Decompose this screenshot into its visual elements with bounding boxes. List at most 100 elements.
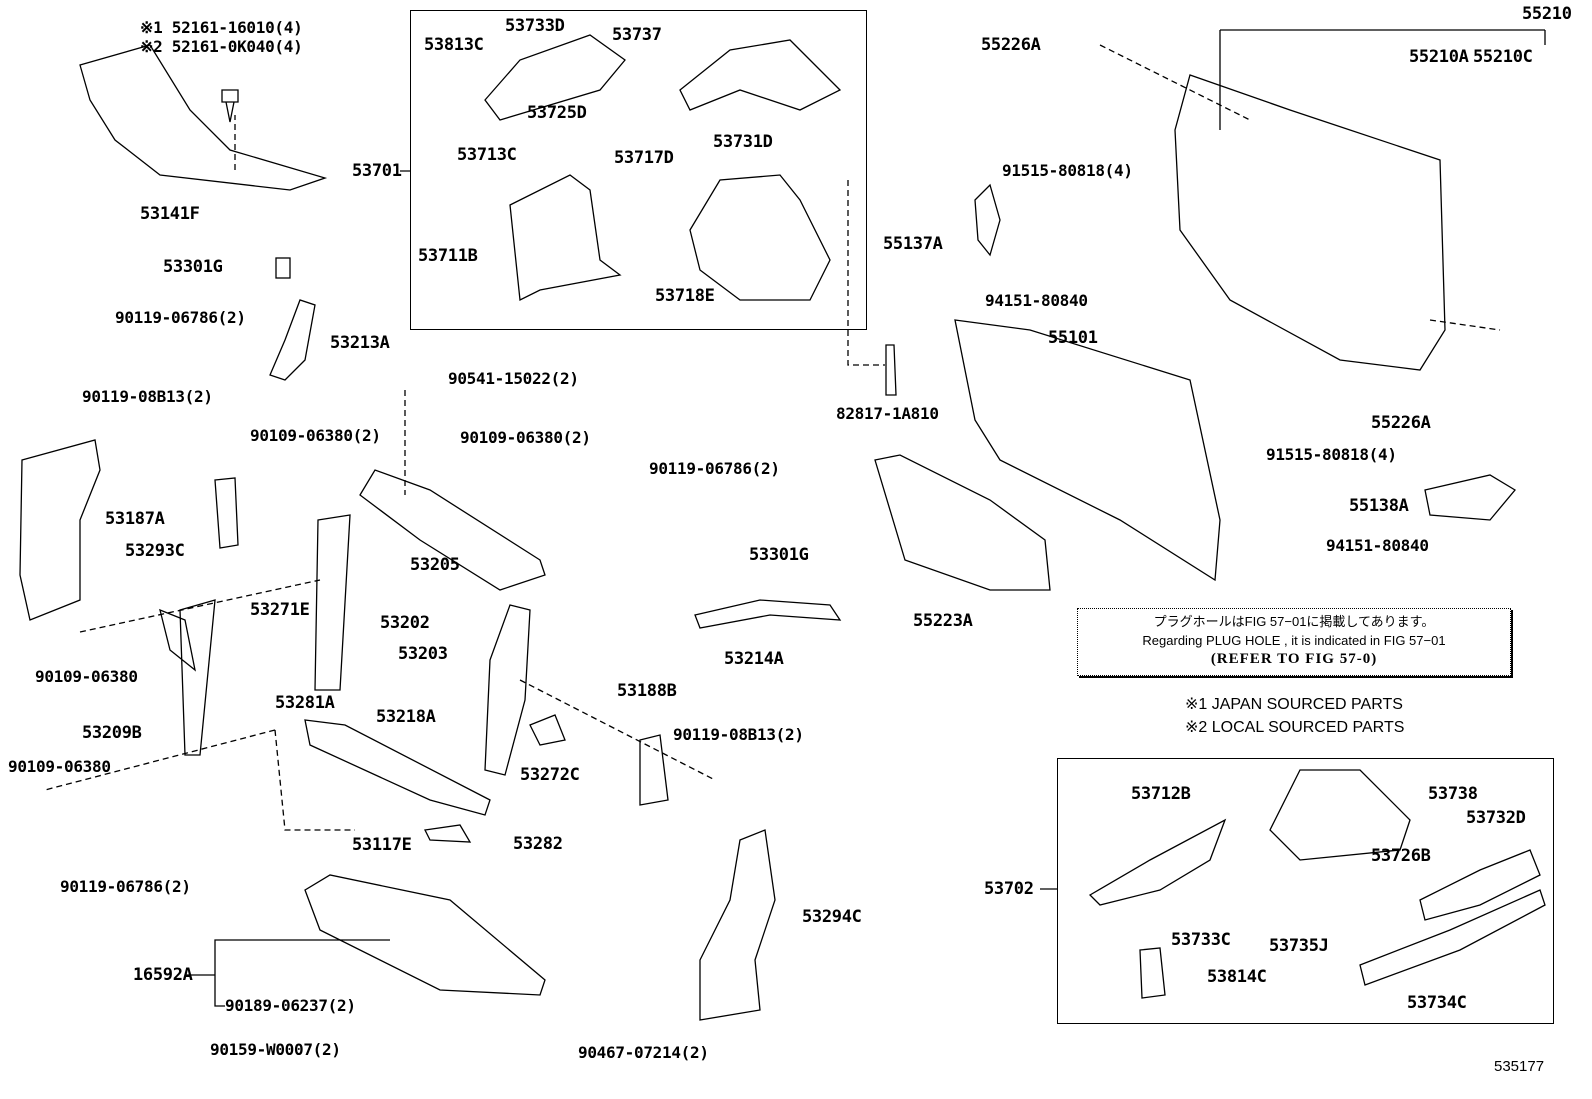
part-55223a-silencer (874, 454, 1051, 591)
part-number-label: 90109-06380(2) (460, 428, 591, 447)
part-number-label: 53731D (713, 132, 773, 152)
part-number-label: 53725D (527, 103, 587, 123)
part-number-label: 53733D (505, 16, 565, 36)
part-number-label: 53701 (352, 161, 402, 181)
part-number-label: 53813C (424, 35, 484, 55)
part-number-label: 53738 (1428, 784, 1478, 804)
part-number-label: 90189-06237(2) (225, 996, 356, 1015)
part-number-label: 55210C (1473, 47, 1533, 67)
part-53213a (269, 299, 316, 381)
part-53218a (304, 719, 491, 816)
part-number-label: 53301G (163, 257, 223, 277)
part-number-label: 90541-15022(2) (448, 369, 579, 388)
note-en: Regarding PLUG HOLE , it is indicated in… (1142, 633, 1446, 648)
leader-lines (185, 29, 1546, 1007)
note-ref: (REFER TO FIG 57-0) (1210, 651, 1378, 667)
part-53188b (639, 734, 669, 806)
part-number-label: 53734C (1407, 993, 1467, 1013)
part-number-label: 53718E (655, 286, 715, 306)
legend-local: ※2 LOCAL SOURCED PARTS (1185, 719, 1405, 736)
part-number-label: 53281A (275, 693, 335, 713)
part-53712b (1088, 818, 1227, 906)
part-number-label: 90119-08B13(2) (673, 725, 804, 744)
part-number-label: 53712B (1131, 784, 1191, 804)
part-55101-silencer (954, 319, 1221, 582)
part-number-label: 82817-1A810 (836, 404, 939, 423)
part-53203 (484, 604, 531, 776)
dashed-leader-lines (44, 44, 1501, 831)
part-53301g-top (275, 257, 291, 279)
group-box-53702 (1057, 758, 1554, 1024)
part-number-label: 90119-06786(2) (115, 308, 246, 327)
part-53202 (314, 514, 351, 691)
part-number-label: 53202 (380, 613, 430, 633)
part-number-label: 16592A (133, 965, 193, 985)
clip-52161 (221, 89, 239, 123)
part-number-label: 53272C (520, 765, 580, 785)
part-number-label: 53711B (418, 246, 478, 266)
part-number-label: 90109-06380(2) (250, 426, 381, 445)
part-number-label: 55101 (1048, 328, 1098, 348)
part-55137a (974, 183, 1001, 257)
part-number-label: 53702 (984, 879, 1034, 899)
part-53294c (699, 829, 776, 1021)
part-number-label: 53293C (125, 541, 185, 561)
part-number-label: 55223A (913, 611, 973, 631)
part-number-label: 53209B (82, 723, 142, 743)
part-number-label: 90109-06380 (35, 667, 138, 686)
part-number-label: 53713C (457, 145, 517, 165)
part-number-label: 53117E (352, 835, 412, 855)
part-number-label: 53737 (612, 25, 662, 45)
figure-number: 535177 (1494, 1058, 1545, 1075)
part-16592a-cover (304, 874, 546, 996)
part-53272c (529, 714, 566, 746)
part-number-label: 53733C (1171, 930, 1231, 950)
part-53701-apron (689, 174, 831, 301)
part-number-label: 94151-80840 (1326, 536, 1429, 555)
part-number-label: 53213A (330, 333, 390, 353)
part-number-label: 53203 (398, 644, 448, 664)
part-number-label: ※2 52161-0K040(4) (140, 37, 303, 56)
part-number-label: 90119-06786(2) (649, 459, 780, 478)
part-53702-apron (1269, 769, 1411, 861)
part-55210-dash (1174, 74, 1446, 371)
part-number-label: 90119-08B13(2) (82, 387, 213, 406)
part-number-label: 53732D (1466, 808, 1526, 828)
part-number-label: 53301G (749, 545, 809, 565)
part-number-label: 90159-W0007(2) (210, 1040, 341, 1059)
part-number-label: 53205 (410, 555, 460, 575)
part-number-label: 91515-80818(4) (1002, 161, 1133, 180)
part-number-label: 53717D (614, 148, 674, 168)
part-53282 (424, 824, 472, 843)
plug-hole-note: プラグホールはFIG 57−01に掲載してあります。 Regarding PLU… (1077, 608, 1511, 676)
part-53293c-shield (19, 439, 101, 621)
part-number-label: 53814C (1207, 967, 1267, 987)
part-number-label: 90109-06380 (8, 757, 111, 776)
part-number-label: 53187A (105, 509, 165, 529)
part-number-label: 55137A (883, 234, 943, 254)
part-number-label: 55226A (1371, 413, 1431, 433)
part-53711b-wheelhouse (509, 174, 622, 302)
legend-japan: ※1 JAPAN SOURCED PARTS (1185, 696, 1403, 713)
part-number-label: 53282 (513, 834, 563, 854)
part-53209b (159, 599, 216, 756)
part-number-label: 53726B (1371, 846, 1431, 866)
part-53814c (1139, 947, 1166, 999)
part-number-label: 53141F (140, 204, 200, 224)
part-number-label: 90467-07214(2) (578, 1043, 709, 1062)
part-82817-bracket (885, 344, 897, 396)
part-53214a (694, 599, 842, 629)
part-number-label: ※1 52161-16010(4) (140, 18, 303, 37)
part-number-label: 55210 (1522, 4, 1572, 24)
part-53732d (1419, 849, 1541, 921)
group-box-53701 (410, 10, 867, 330)
part-number-label: 53218A (376, 707, 436, 727)
part-53733d (484, 34, 626, 121)
part-number-label: 91515-80818(4) (1266, 445, 1397, 464)
part-53734c (1359, 889, 1546, 986)
part-number-label: 94151-80840 (985, 291, 1088, 310)
part-53731d (679, 39, 842, 111)
part-53187a (214, 477, 239, 549)
